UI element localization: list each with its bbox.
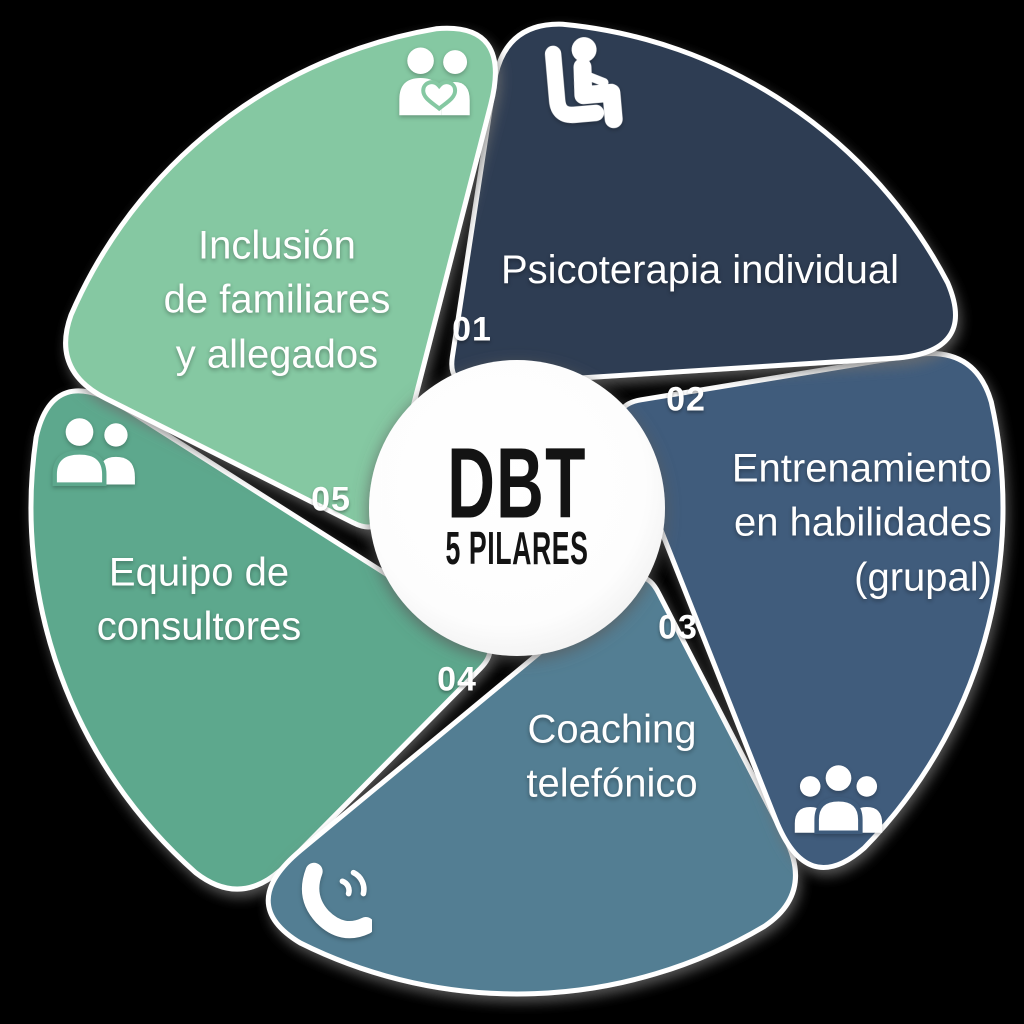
segment-05-number: 05 — [311, 480, 351, 519]
petal-entrenamiento-habilidades — [616, 351, 1006, 870]
segment-02-number: 02 — [666, 380, 706, 419]
segment-coaching-label: Coaching telefónico — [526, 707, 698, 806]
center-title: DBT — [447, 427, 587, 540]
segment-psicoterapia-label: Psicoterapia individual — [500, 247, 900, 292]
segment-03-number: 03 — [658, 608, 698, 647]
phone-call-icon — [298, 862, 372, 940]
petal-coaching-telefonico — [265, 574, 799, 997]
person-sitting-icon — [533, 32, 629, 139]
petal-psicoterapia-individual — [449, 21, 958, 387]
segment-04-number: 04 — [437, 660, 477, 699]
family-heart-icon — [398, 46, 483, 118]
segment-inclusion-label: Inclusión de familiares y allegados — [163, 223, 391, 377]
segment-entrenamiento-label: Entrenamiento en habilidades (grupal) — [731, 446, 992, 600]
center-circle — [369, 360, 665, 656]
center-subtitle: 5 PILARES — [445, 522, 589, 574]
three-people-group-icon — [792, 762, 885, 834]
petal-inclusion-familiares — [63, 25, 498, 530]
segment-equipo-label: Equipo de consultores — [96, 550, 302, 649]
two-people-icon — [50, 416, 144, 486]
segment-01-number: 01 — [452, 310, 492, 349]
